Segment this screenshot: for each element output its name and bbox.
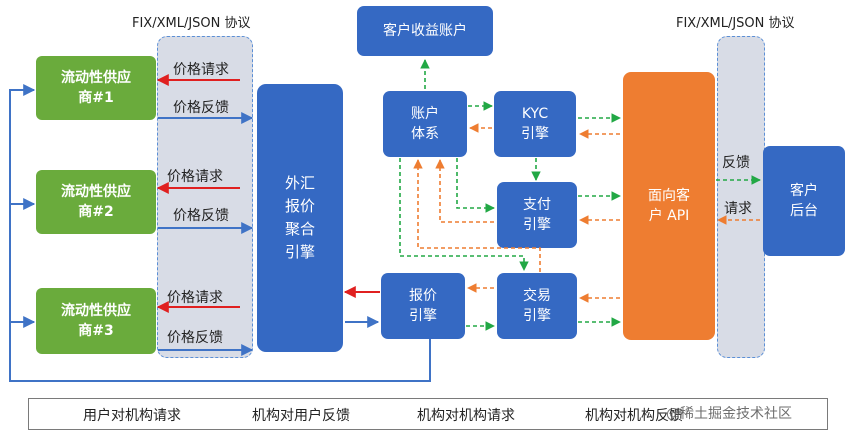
- legend-inst-feedback: 机构对用户反馈: [252, 408, 350, 424]
- account-to-payment-arrow: [456, 158, 495, 213]
- price-feedback-label-1: 价格反馈: [173, 100, 229, 116]
- left-protocol-header: FIX/XML/JSON 协议: [132, 16, 251, 31]
- customer-facing-api: 面向客 户 API: [623, 72, 715, 340]
- account-system: 账户 体系: [383, 91, 467, 157]
- quote-engine: 报价 引擎: [381, 273, 465, 339]
- liquidity-provider-1: 流动性供应 商#1: [36, 56, 156, 120]
- fx-quote-aggregation-engine: 外汇 报价 聚合 引擎: [257, 84, 343, 352]
- liquidity-provider-2: 流动性供应 商#2: [36, 170, 156, 234]
- price-request-label-1: 价格请求: [173, 62, 229, 78]
- quote-loop-line: [9, 84, 431, 382]
- payment-engine: 支付 引擎: [497, 182, 577, 248]
- account-to-trade-arrow: [399, 158, 529, 271]
- kyc-engine: KYC 引擎: [494, 91, 576, 157]
- client-backend: 客户 后台: [763, 146, 845, 256]
- right-protocol-band: [717, 36, 765, 358]
- trade-to-account-arrow: [413, 159, 541, 272]
- price-request-label-2: 价格请求: [167, 169, 223, 185]
- price-feedback-label-3: 价格反馈: [167, 330, 223, 346]
- legend-inst-inst-feedback: 机构对机构反馈: [585, 408, 683, 424]
- left-protocol-band: [157, 36, 253, 358]
- legend-user-request: 用户对机构请求: [83, 408, 181, 424]
- trade-engine: 交易 引擎: [497, 273, 577, 339]
- price-feedback-label-2: 价格反馈: [173, 208, 229, 224]
- legend: [28, 398, 828, 430]
- request-label: 请求: [724, 201, 752, 217]
- customer-income-account: 客户收益账户: [357, 6, 493, 56]
- feedback-label: 反馈: [722, 155, 750, 171]
- legend-inst-request: 机构对机构请求: [417, 408, 515, 424]
- payment-to-account-arrow: [435, 159, 494, 223]
- price-request-label-3: 价格请求: [167, 290, 223, 306]
- liquidity-provider-3: 流动性供应 商#3: [36, 288, 156, 354]
- watermark: @稀土掘金技术社区: [666, 406, 792, 422]
- right-protocol-header: FIX/XML/JSON 协议: [676, 16, 795, 31]
